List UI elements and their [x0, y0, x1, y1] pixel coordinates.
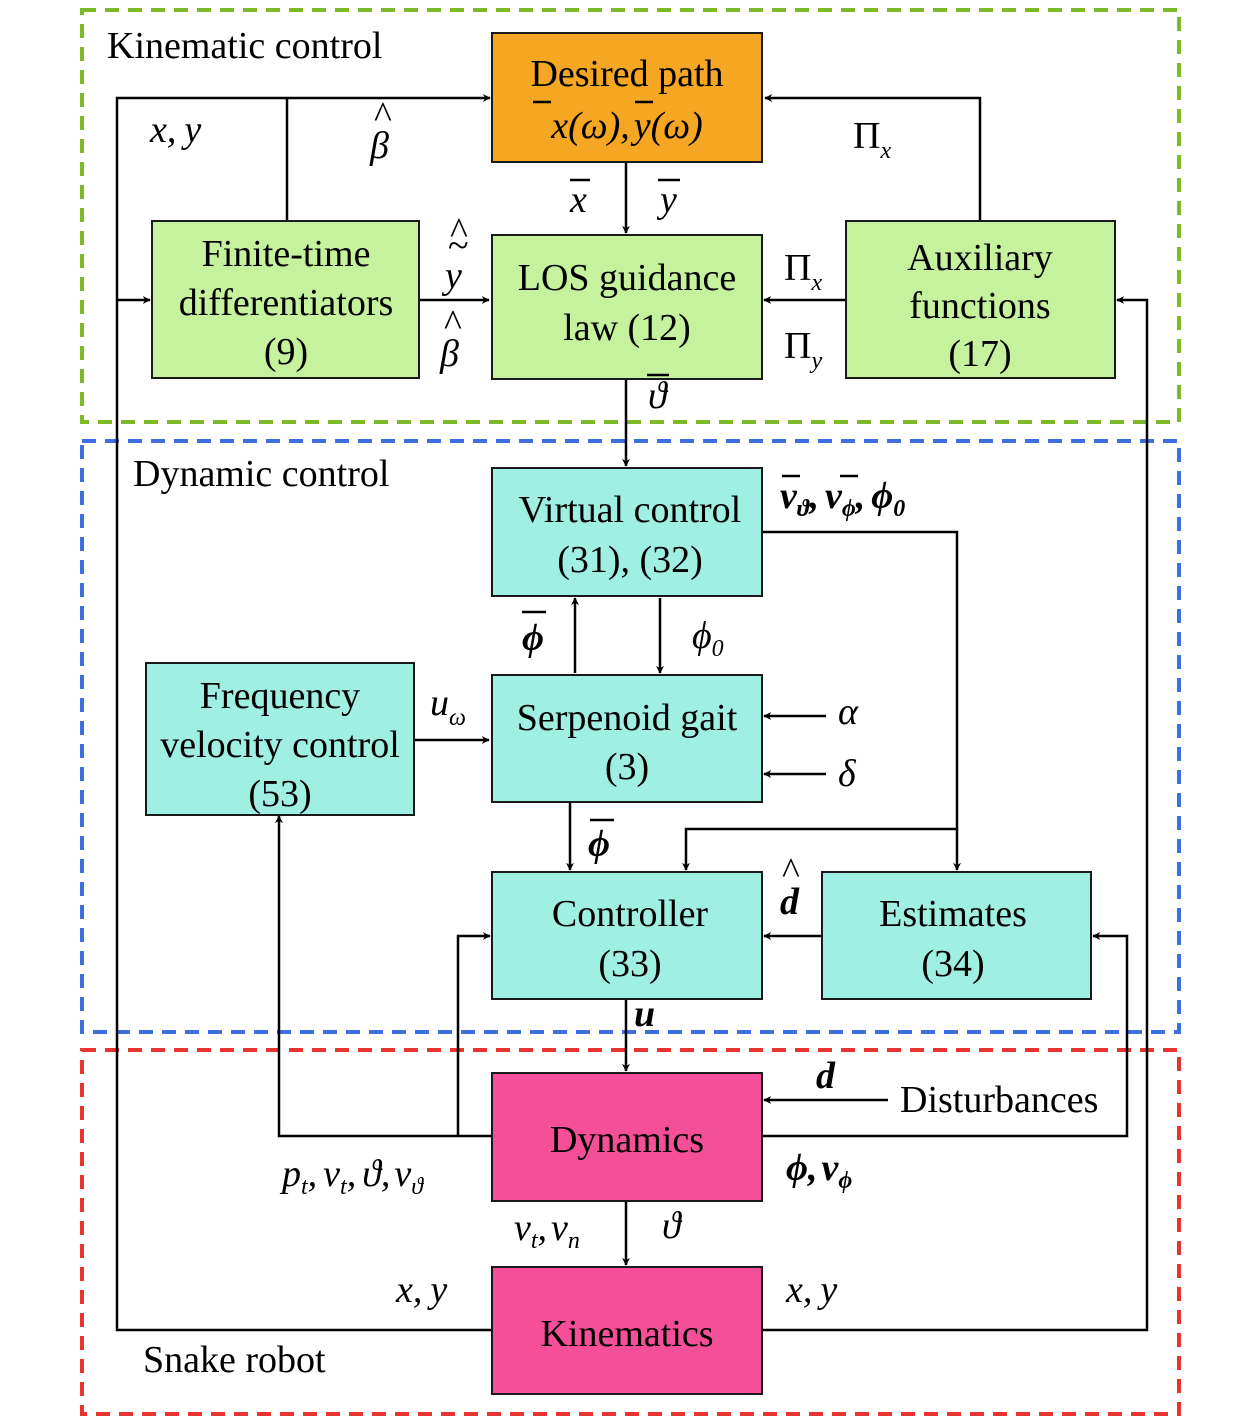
label-delta: δ: [838, 753, 857, 795]
desired-path-formula: x(ω),y(ω): [550, 105, 703, 147]
kinematic-control-region: [80, 8, 1181, 424]
dynamics-label: Dynamics: [550, 1119, 704, 1161]
kinematics-block: [491, 1266, 763, 1395]
connections: [115, 94, 1149, 1332]
estimates-block: [821, 871, 1092, 1000]
virtual-control-block: [491, 467, 763, 597]
label-d-hat: d: [780, 881, 800, 923]
aux-line3: (17): [948, 333, 1011, 375]
ftd-line3: (9): [264, 331, 308, 373]
serpenoid-line1: Serpenoid gait: [517, 697, 738, 739]
hat-beta-mid: ^: [444, 303, 462, 345]
label-u-omega: uω: [430, 682, 466, 731]
dynamic-control-region: [80, 439, 1181, 1034]
freq-line2: velocity control: [160, 724, 400, 766]
hat-beta-top: ^: [374, 95, 392, 137]
label-disturbances: Disturbances: [900, 1079, 1098, 1121]
label-phi-bar-up: ϕ: [522, 617, 544, 659]
controller-line1: Controller: [552, 893, 709, 935]
label-virtual-outputs: vϑ,vϕ,ϕ0: [780, 475, 905, 522]
label-xy-left-top: x,y: [149, 109, 201, 151]
label-phi0: ϕ0: [692, 615, 724, 662]
label-theta-robot: ϑ: [662, 1205, 683, 1247]
los-guidance-block: [491, 234, 763, 380]
label-u: u: [634, 993, 655, 1035]
serpenoid-line2: (3): [605, 746, 649, 788]
label-dynamics-left-out: pt,vt,ϑ,vϑ: [279, 1153, 424, 1200]
label-dynamics-right-out: ϕ,vϕ: [786, 1147, 852, 1194]
label-phi-bar-down: ϕ: [588, 823, 610, 865]
los-guidance-line2: law (12): [563, 307, 691, 349]
virtual-control-line1: Virtual control: [519, 489, 742, 531]
label-beta-hat-top: β: [369, 125, 389, 167]
freq-line1: Frequency: [200, 675, 360, 717]
los-guidance-line1: LOS guidance: [518, 257, 736, 299]
kinematic-control-title: Kinematic control: [107, 25, 382, 67]
serpenoid-gait-block: [491, 674, 763, 803]
label-vt-vn: vt,vn: [514, 1207, 580, 1254]
snake-robot-title: Snake robot: [143, 1339, 326, 1381]
controller-block: [491, 871, 763, 1000]
label-xy-kin-right: x,y: [785, 1269, 837, 1311]
label-d: d: [816, 1055, 836, 1097]
auxiliary-functions-block: [845, 220, 1116, 379]
finite-time-differentiators-block: [151, 220, 420, 379]
label-theta-bar: ϑ: [648, 375, 669, 417]
desired-path-block: [491, 32, 763, 163]
estimates-line1: Estimates: [879, 893, 1027, 935]
label-xy-kin-left: x,y: [395, 1269, 447, 1311]
desired-path-label: Desired path: [530, 53, 723, 95]
dynamic-control-title: Dynamic control: [133, 453, 389, 495]
virtual-control-line2: (31), (32): [557, 539, 703, 581]
kinematics-label: Kinematics: [540, 1313, 713, 1355]
label-x-bar: x: [569, 179, 587, 221]
tilde-y: ~: [448, 225, 469, 267]
hat-y: ^: [450, 211, 468, 253]
aux-line1: Auxiliary: [907, 237, 1053, 279]
label-pi-x-top: Πx: [853, 115, 891, 164]
freq-line3: (53): [248, 773, 311, 815]
snake-robot-region: [80, 1048, 1181, 1416]
label-alpha: α: [838, 691, 859, 733]
label-y-tilde-hat: y: [441, 255, 462, 297]
controller-line2: (33): [598, 943, 661, 985]
frequency-velocity-control-block: [145, 662, 415, 816]
label-y-bar: y: [656, 179, 677, 221]
label-pi-x-mid: Πx: [784, 247, 822, 296]
estimates-line2: (34): [921, 943, 984, 985]
hat-d: ^: [782, 851, 800, 893]
aux-line2: functions: [909, 285, 1050, 327]
ftd-line1: Finite-time: [202, 233, 371, 275]
label-beta-hat-mid: β: [439, 333, 459, 375]
ftd-line2: differentiators: [179, 282, 394, 324]
label-pi-y-mid: Πy: [784, 325, 822, 374]
dynamics-block: [491, 1072, 763, 1202]
